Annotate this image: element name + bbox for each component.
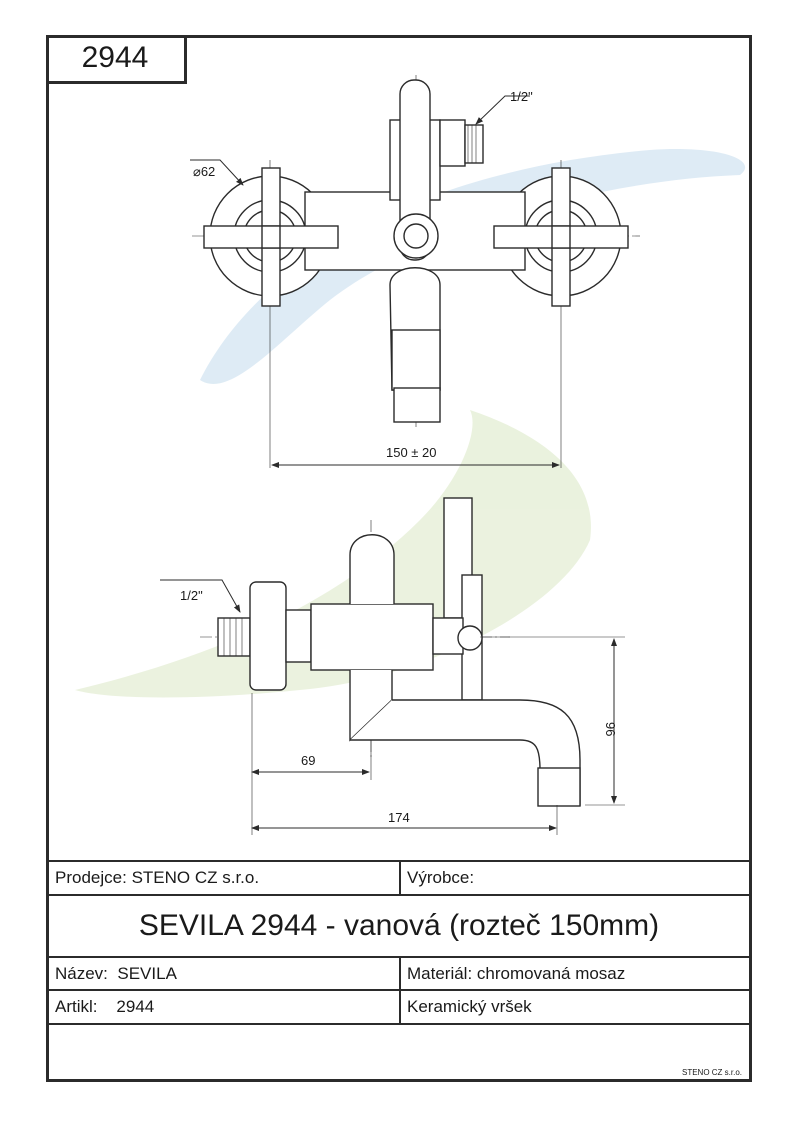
- cartridge-text: Keramický vršek: [407, 997, 532, 1016]
- name-cell: Název: SEVILA: [49, 958, 399, 989]
- material-cell: Materiál: chromovaná mosaz: [401, 958, 749, 989]
- article-label: Artikl:: [55, 997, 98, 1016]
- top-thread-label: 1/2": [510, 89, 533, 104]
- cell-divider: [399, 862, 401, 894]
- drawing-sheet-frame: [46, 35, 752, 1082]
- footer-company: STENO CZ s.r.o.: [681, 1068, 742, 1077]
- title-row-main: SEVILA 2944 - vanová (rozteč 150mm): [49, 894, 749, 956]
- title-row-footer: [49, 1023, 749, 1079]
- spacing-label: 150 ± 20: [386, 445, 437, 460]
- dim-69-label: 69: [301, 753, 315, 768]
- name-label: Název:: [55, 963, 108, 983]
- drawing-code: 2944: [46, 35, 187, 84]
- material-label: Materiál:: [407, 963, 473, 983]
- maker-label: Výrobce:: [407, 868, 475, 887]
- name-value: SEVILA: [117, 963, 177, 983]
- cartridge-cell: Keramický vršek: [401, 991, 749, 1023]
- title-row-article: Artikl: 2944 Keramický vršek: [49, 989, 749, 1023]
- side-thread-label: 1/2": [180, 588, 203, 603]
- seller-label: Prodejce:: [55, 868, 127, 887]
- title-row-seller: Prodejce: STENO CZ s.r.o. Výrobce:: [49, 860, 749, 894]
- article-value: 2944: [116, 997, 155, 1016]
- material-value: chromovaná mosaz: [476, 963, 626, 983]
- seller-value: STENO CZ s.r.o.: [131, 868, 260, 887]
- dim-96-label: 96: [603, 722, 618, 736]
- diameter-label: ⌀62: [193, 164, 215, 179]
- cell-divider: [399, 991, 401, 1023]
- seller-cell: Prodejce: STENO CZ s.r.o.: [49, 862, 399, 894]
- cell-divider: [399, 958, 401, 989]
- title-row-name: Název: SEVILA Materiál: chromovaná mosaz: [49, 956, 749, 989]
- product-title: SEVILA 2944 - vanová (rozteč 150mm): [138, 909, 660, 942]
- maker-cell: Výrobce:: [401, 862, 749, 894]
- side-view: [160, 497, 625, 835]
- article-cell: Artikl: 2944: [49, 991, 399, 1023]
- top-view: [190, 75, 640, 468]
- dim-174-label: 174: [388, 810, 410, 825]
